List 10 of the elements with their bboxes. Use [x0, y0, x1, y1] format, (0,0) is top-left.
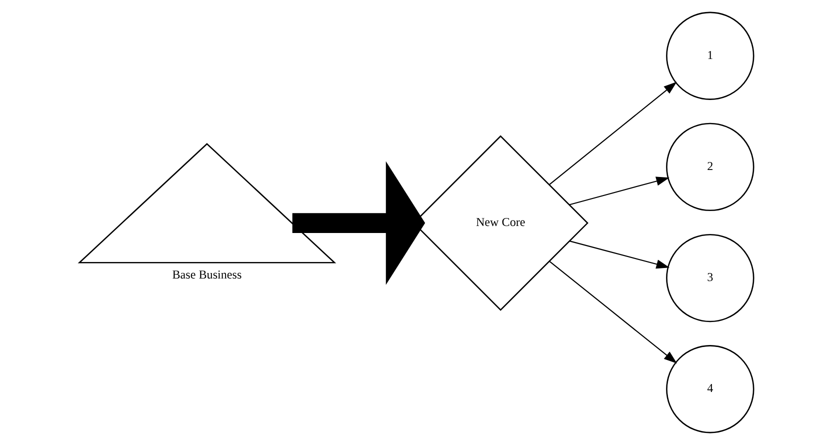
- arrow: [548, 261, 677, 364]
- arrow: [568, 176, 669, 206]
- node-circle: 2: [666, 122, 754, 212]
- arrow: [292, 161, 425, 285]
- node-label: Base Business: [172, 268, 242, 282]
- node-circle: 1: [666, 12, 754, 100]
- arrow: [568, 240, 670, 269]
- node-circle: 3: [666, 234, 754, 322]
- arrow: [548, 82, 676, 186]
- node-circle: 4: [666, 345, 754, 434]
